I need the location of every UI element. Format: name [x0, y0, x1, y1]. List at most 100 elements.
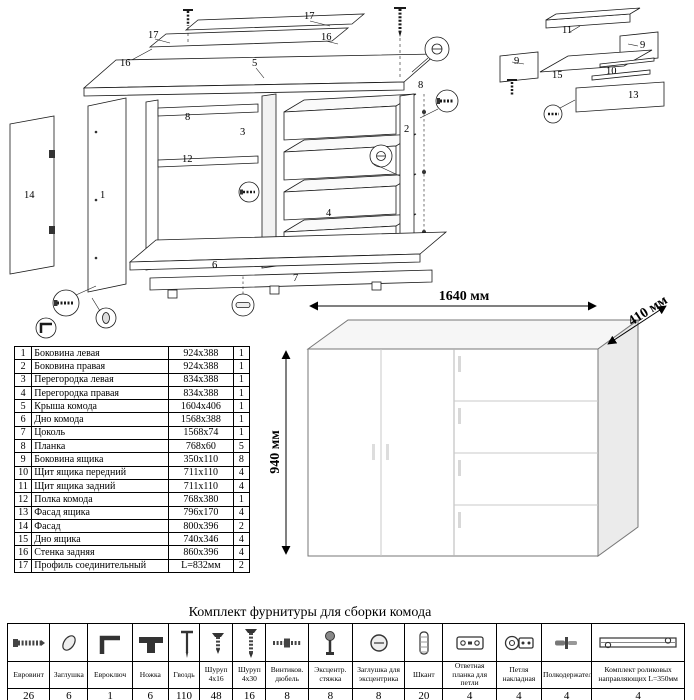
- drawer-rail: [591, 69, 651, 81]
- part-size: 740x346: [167, 532, 234, 547]
- diagram-label: 3: [240, 127, 245, 138]
- part-qty: 1: [232, 385, 251, 401]
- diagram-label: 15: [552, 70, 563, 81]
- part-size: L=832мм: [167, 558, 234, 574]
- assembled-product-view: 1640 мм 940 мм 410 мм: [268, 289, 671, 557]
- hardware-qty: 4: [442, 687, 497, 700]
- hardware-qty: 110: [167, 687, 201, 700]
- part-size: 768x380: [167, 492, 234, 507]
- hardware-qty: 48: [199, 687, 234, 700]
- drawer-grip: [458, 512, 461, 528]
- part-size: 1568x74: [167, 425, 234, 441]
- diagram-label: 14: [24, 190, 35, 201]
- part-size: 834x388: [167, 385, 234, 401]
- width-dimension: 1640 мм: [439, 289, 490, 304]
- part-num: 11: [13, 478, 33, 494]
- part-name: Перегородка правая: [31, 385, 169, 401]
- drawer-grip: [458, 460, 461, 476]
- part-size: 796x170: [167, 505, 234, 520]
- part-name: Дно комода: [31, 412, 169, 427]
- height-dimension: 940 мм: [268, 430, 283, 474]
- hardware-icon-row: [6, 623, 685, 662]
- part-qty: 1: [232, 492, 251, 507]
- hardware-qty: 26: [6, 687, 51, 700]
- screw-top: [394, 7, 406, 80]
- drawer-box: [283, 133, 417, 181]
- part-size: 924x388: [167, 345, 234, 361]
- diagram-label: 5: [252, 58, 257, 69]
- part-qty: 1: [232, 412, 251, 427]
- diagram-label: 9: [640, 40, 645, 51]
- leg-block: [269, 285, 280, 295]
- diagram-label: 16: [120, 58, 131, 69]
- door-grip: [372, 444, 375, 460]
- part-size: 834x388: [167, 372, 234, 387]
- part-num: 10: [13, 465, 33, 480]
- diagram-label: 17: [148, 30, 159, 41]
- part-num: 2: [13, 359, 33, 374]
- hardware-table: Евровинт Заглушка Евроключ Ножка Гвоздь …: [6, 623, 685, 700]
- hardware-qty: 8: [307, 687, 353, 700]
- part-size: 711x110: [167, 478, 234, 494]
- diagram-label: 8: [418, 80, 423, 91]
- drawer-bottom-panel: [539, 49, 653, 73]
- hinge-icon: [504, 635, 534, 650]
- part-qty: 1: [232, 372, 251, 387]
- part-name: Стенка задняя: [31, 545, 169, 560]
- depth-dim-line: [607, 305, 667, 345]
- part-num: 7: [13, 425, 33, 441]
- hardware-name: Эксцентр. стяжка: [307, 661, 353, 689]
- part-size: 1604x406: [167, 399, 234, 414]
- hardware-name: Петля накладная: [495, 661, 543, 689]
- callout-dowel: [231, 276, 255, 317]
- hardware-qty: 8: [265, 687, 309, 700]
- screw-short-icon: [212, 632, 225, 654]
- hardware-qty: 20: [404, 687, 444, 700]
- hardware-kit-title: Комплект фурнитуры для сборки комода: [188, 605, 432, 620]
- hinge-plate-icon: [455, 635, 484, 650]
- diagram-label: 8: [185, 112, 190, 123]
- left-door-panel: [9, 115, 55, 275]
- wood-dowel-icon: [419, 630, 429, 655]
- hardware-name: Комплект роликовых направляющих L=350мм: [591, 661, 685, 689]
- part-name: Боковина правая: [31, 359, 169, 374]
- hex-key-icon: [99, 635, 121, 654]
- part-qty: 1: [232, 399, 251, 414]
- planka-rail: [157, 103, 259, 117]
- part-name: Щит ящика задний: [31, 478, 169, 494]
- dresser-side-face: [597, 319, 639, 557]
- screw-long-icon: [245, 628, 258, 658]
- diagram-labels: 17 16 5 17 16 8 3 12 1 14 2 4 8 6 7 11 9…: [24, 11, 645, 284]
- hardware-qty: 4: [591, 687, 685, 700]
- part-name: Профиль соединительный: [31, 558, 169, 574]
- bottom-panel-edge: [129, 253, 421, 271]
- hardware-name: Полкодержатель: [541, 661, 593, 689]
- hardware-name: Шуруп 4x16: [199, 661, 234, 689]
- leg-block: [167, 289, 178, 299]
- callout-leg-screw: [52, 285, 97, 317]
- part-num: 5: [13, 399, 33, 414]
- hardware-name: Ответная планка для петли: [442, 661, 497, 689]
- drawer-front-panel: [575, 81, 665, 113]
- hardware-name: Евровинт: [6, 661, 51, 689]
- part-size: 350x110: [167, 452, 234, 467]
- diagram-label: 16: [321, 32, 332, 43]
- hardware-qty: 1: [87, 687, 133, 700]
- diagram-label: 17: [304, 11, 315, 22]
- hardware-qty: 4: [541, 687, 593, 700]
- shelf-pin-icon: [554, 636, 577, 649]
- euro-screw-icon: [12, 638, 45, 647]
- callout-screw: [419, 89, 459, 119]
- part-size: 1568x388: [167, 412, 234, 427]
- leg-icon: [138, 636, 163, 653]
- cam-cover-icon: [369, 633, 388, 652]
- callout-drawer-screw: [543, 99, 576, 124]
